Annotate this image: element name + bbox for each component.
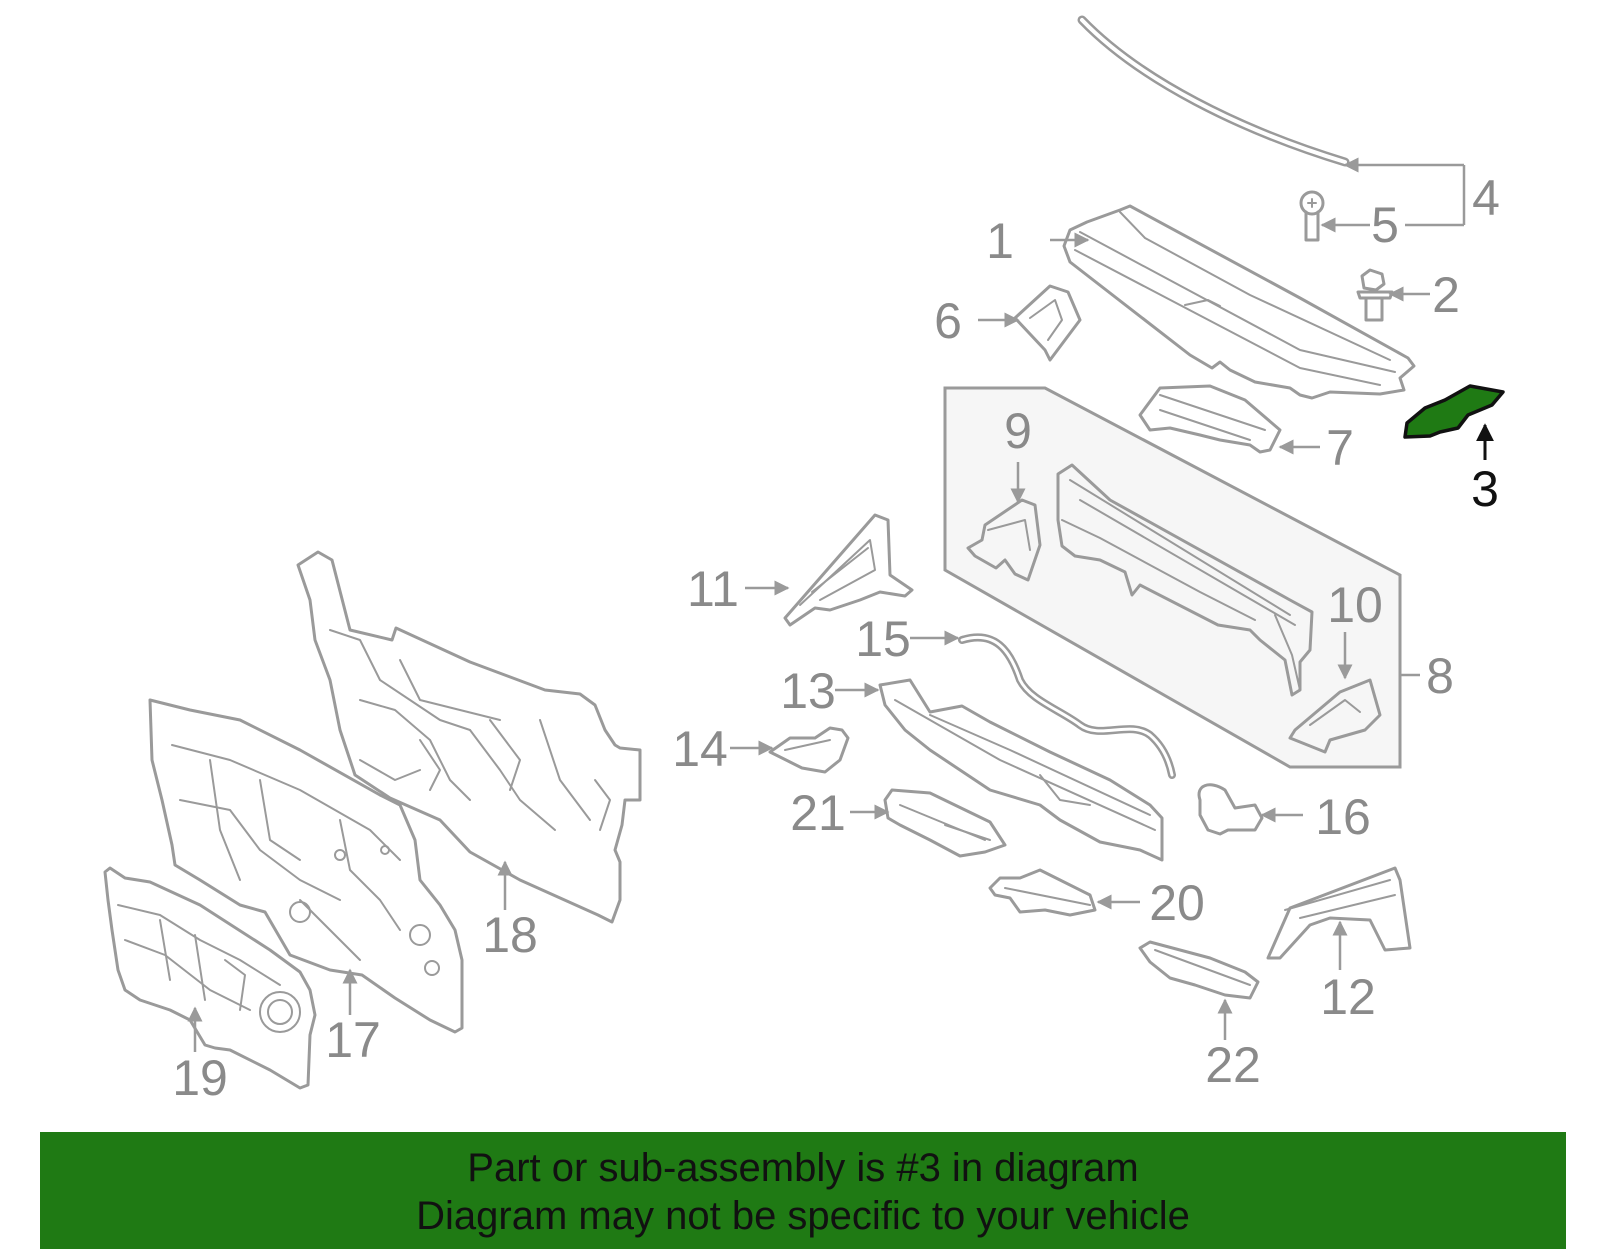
part-6-bracket xyxy=(1013,284,1082,362)
callout-11: 11 xyxy=(687,561,739,617)
banner-line-1: Part or sub-assembly is #3 in diagram xyxy=(467,1146,1139,1190)
part-21-bracket xyxy=(883,788,1007,858)
callout-1: 1 xyxy=(986,213,1014,269)
callout-2: 2 xyxy=(1432,267,1460,323)
part-7-filler xyxy=(1138,384,1282,454)
callout-9: 9 xyxy=(1004,403,1032,459)
callout-21: 21 xyxy=(790,785,846,841)
part-18-dash-insulator xyxy=(296,550,642,924)
part-5-clip xyxy=(1299,190,1325,242)
callout-19: 19 xyxy=(172,1050,228,1106)
callout-22: 22 xyxy=(1205,1037,1261,1093)
callout-3: 3 xyxy=(1471,461,1499,517)
callout-6: 6 xyxy=(934,293,962,349)
part-8-inner-panel xyxy=(1056,463,1314,697)
part-3-highlighted xyxy=(1403,384,1505,439)
part-16-clip xyxy=(1197,783,1264,836)
callout-16: 16 xyxy=(1315,789,1371,845)
part-2-bolt xyxy=(1356,268,1394,322)
part-11-bracket xyxy=(783,513,914,627)
callout-5: 5 xyxy=(1371,197,1399,253)
callout-13: 13 xyxy=(780,663,836,719)
callout-12: 12 xyxy=(1320,969,1376,1025)
callout-15: 15 xyxy=(855,611,911,667)
callout-4: 4 xyxy=(1472,170,1500,226)
callout-8: 8 xyxy=(1426,648,1454,704)
info-banner: Part or sub-assembly is #3 in diagram Di… xyxy=(40,1132,1566,1249)
part-14-bracket xyxy=(768,726,850,774)
part-20-bracket xyxy=(988,868,1097,917)
banner-line-2: Diagram may not be specific to your vehi… xyxy=(416,1194,1190,1238)
part-17-dash-insulator xyxy=(148,698,464,1034)
part-1-cowl-panel xyxy=(1062,204,1416,400)
part-13-lower-panel xyxy=(878,678,1164,862)
callout-10: 10 xyxy=(1327,577,1383,633)
part-22-bracket xyxy=(1138,940,1260,1000)
part-12-bracket xyxy=(1266,866,1412,960)
callout-14: 14 xyxy=(672,721,728,777)
part-9-bracket xyxy=(966,498,1042,582)
callout-17: 17 xyxy=(325,1012,381,1068)
callout-20: 20 xyxy=(1149,875,1205,931)
callout-7: 7 xyxy=(1326,420,1354,476)
part-19-front-insulator xyxy=(103,866,317,1090)
part-4-weatherstrip xyxy=(1077,15,1350,167)
leader-lines xyxy=(187,157,1494,1052)
part-10-bracket xyxy=(1288,678,1382,754)
callout-18: 18 xyxy=(482,907,538,963)
